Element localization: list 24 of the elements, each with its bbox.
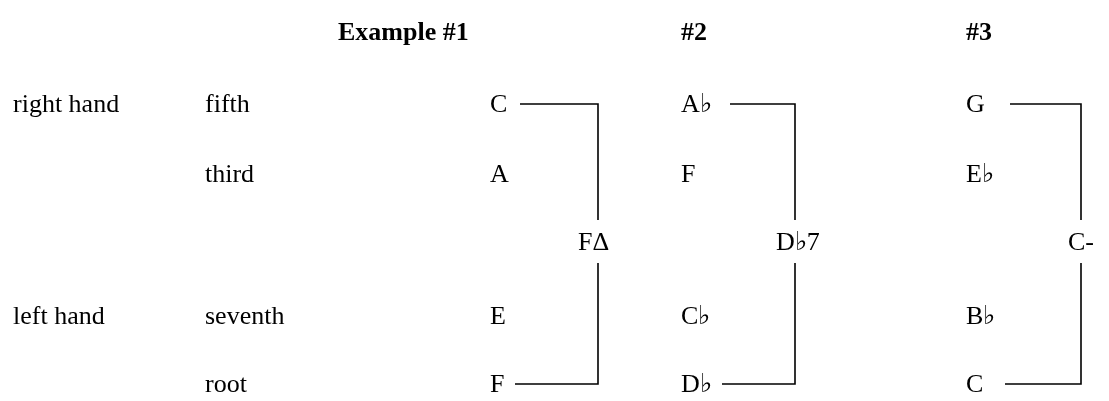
note-name: C♭ (681, 301, 711, 331)
column-heading: #2 (681, 17, 707, 47)
note-name: C (966, 369, 984, 399)
voice-label: seventh (205, 301, 285, 331)
note-name: D♭ (681, 369, 712, 399)
voice-label: fifth (205, 89, 250, 119)
column-heading: Example #1 (338, 17, 469, 47)
note-name: A♭ (681, 89, 712, 119)
note-name: G (966, 89, 985, 119)
chord-symbol: FΔ (578, 227, 610, 257)
voice-label: third (205, 159, 255, 189)
chord-symbol: D♭7 (776, 227, 820, 257)
chord-symbol: C- (1068, 227, 1094, 257)
hand-label: left hand (13, 301, 105, 331)
hand-label: right hand (13, 89, 120, 119)
note-name: C (490, 89, 508, 119)
note-name: E (490, 301, 506, 331)
note-name: E♭ (966, 159, 994, 189)
voice-label: root (205, 369, 247, 399)
note-name: A (490, 159, 509, 189)
note-name: F (490, 369, 505, 399)
column-heading: #3 (966, 17, 992, 47)
note-name: F (681, 159, 696, 189)
note-name: B♭ (966, 301, 996, 331)
